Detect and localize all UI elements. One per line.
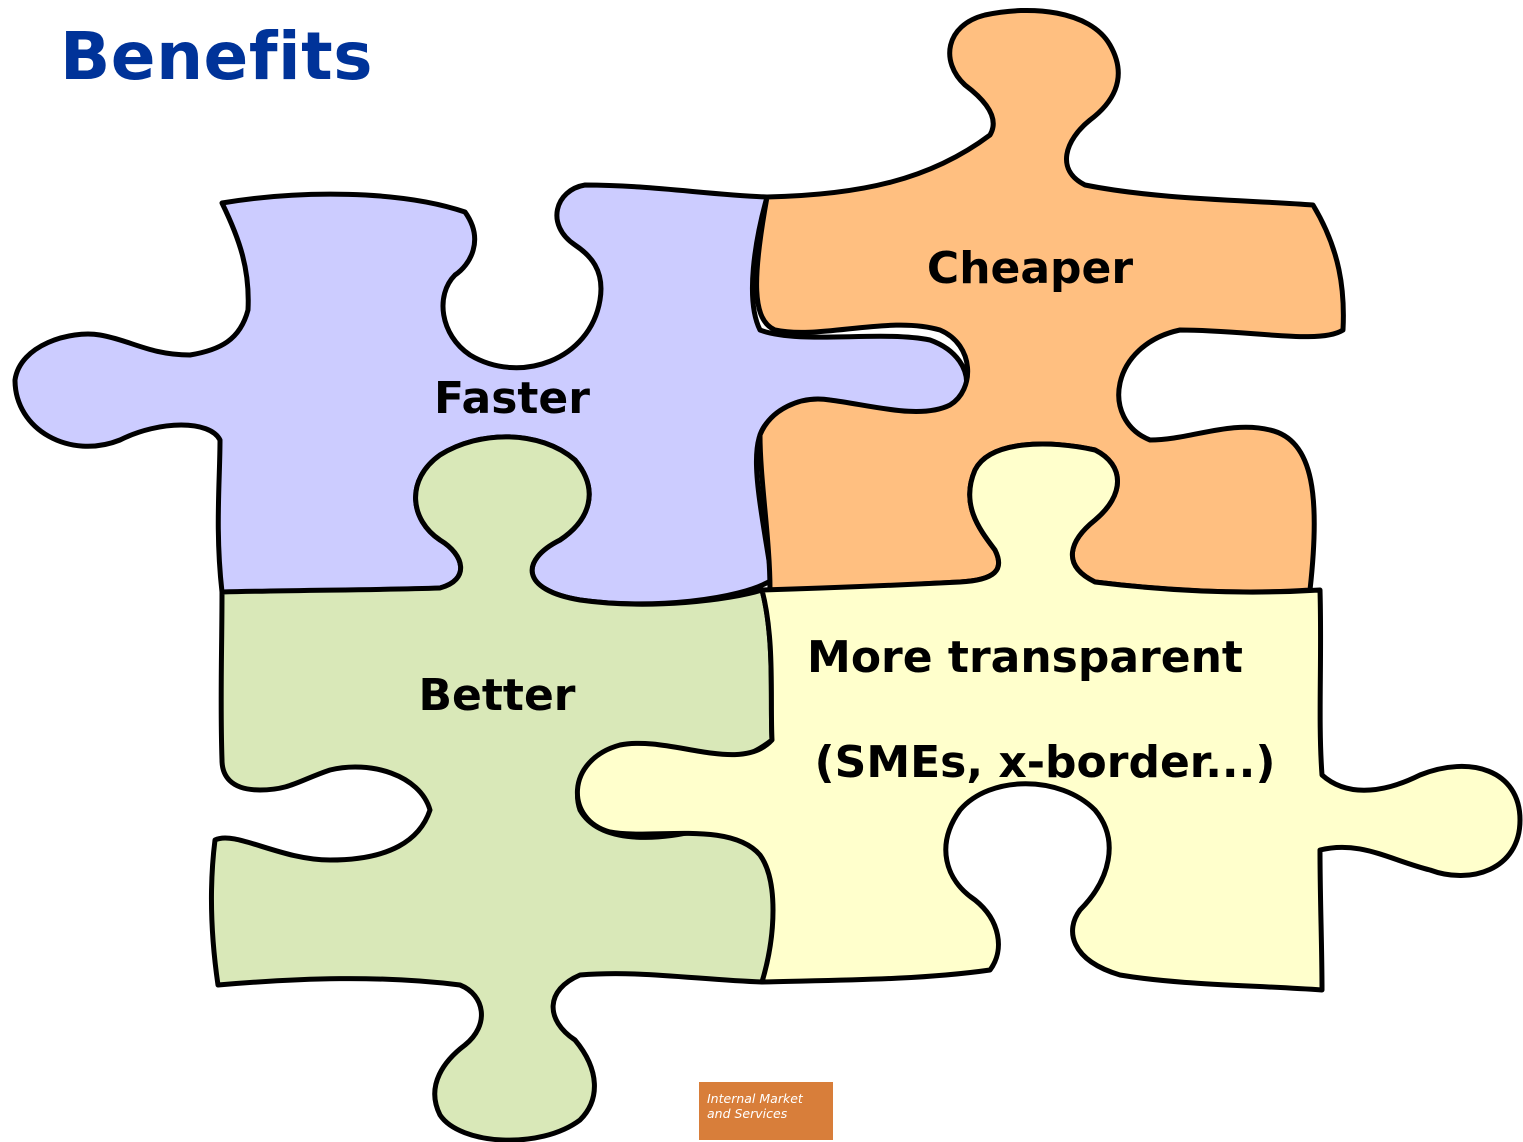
puzzle-piece-more-transparent bbox=[574, 441, 1523, 993]
label-more-transparent: More transparent bbox=[807, 632, 1243, 683]
label-smes-x-border: (SMEs, x-border...) bbox=[815, 737, 1276, 788]
slide-title: Benefits bbox=[60, 18, 373, 95]
badge-line-2: and Services bbox=[707, 1106, 788, 1121]
badge-line-1: Internal Market bbox=[707, 1091, 803, 1106]
label-better: Better bbox=[419, 670, 576, 721]
label-faster: Faster bbox=[434, 373, 590, 424]
internal-market-badge: Internal Market and Services bbox=[699, 1082, 833, 1140]
puzzle-piece-better bbox=[209, 434, 781, 1142]
label-cheaper: Cheaper bbox=[927, 243, 1133, 294]
